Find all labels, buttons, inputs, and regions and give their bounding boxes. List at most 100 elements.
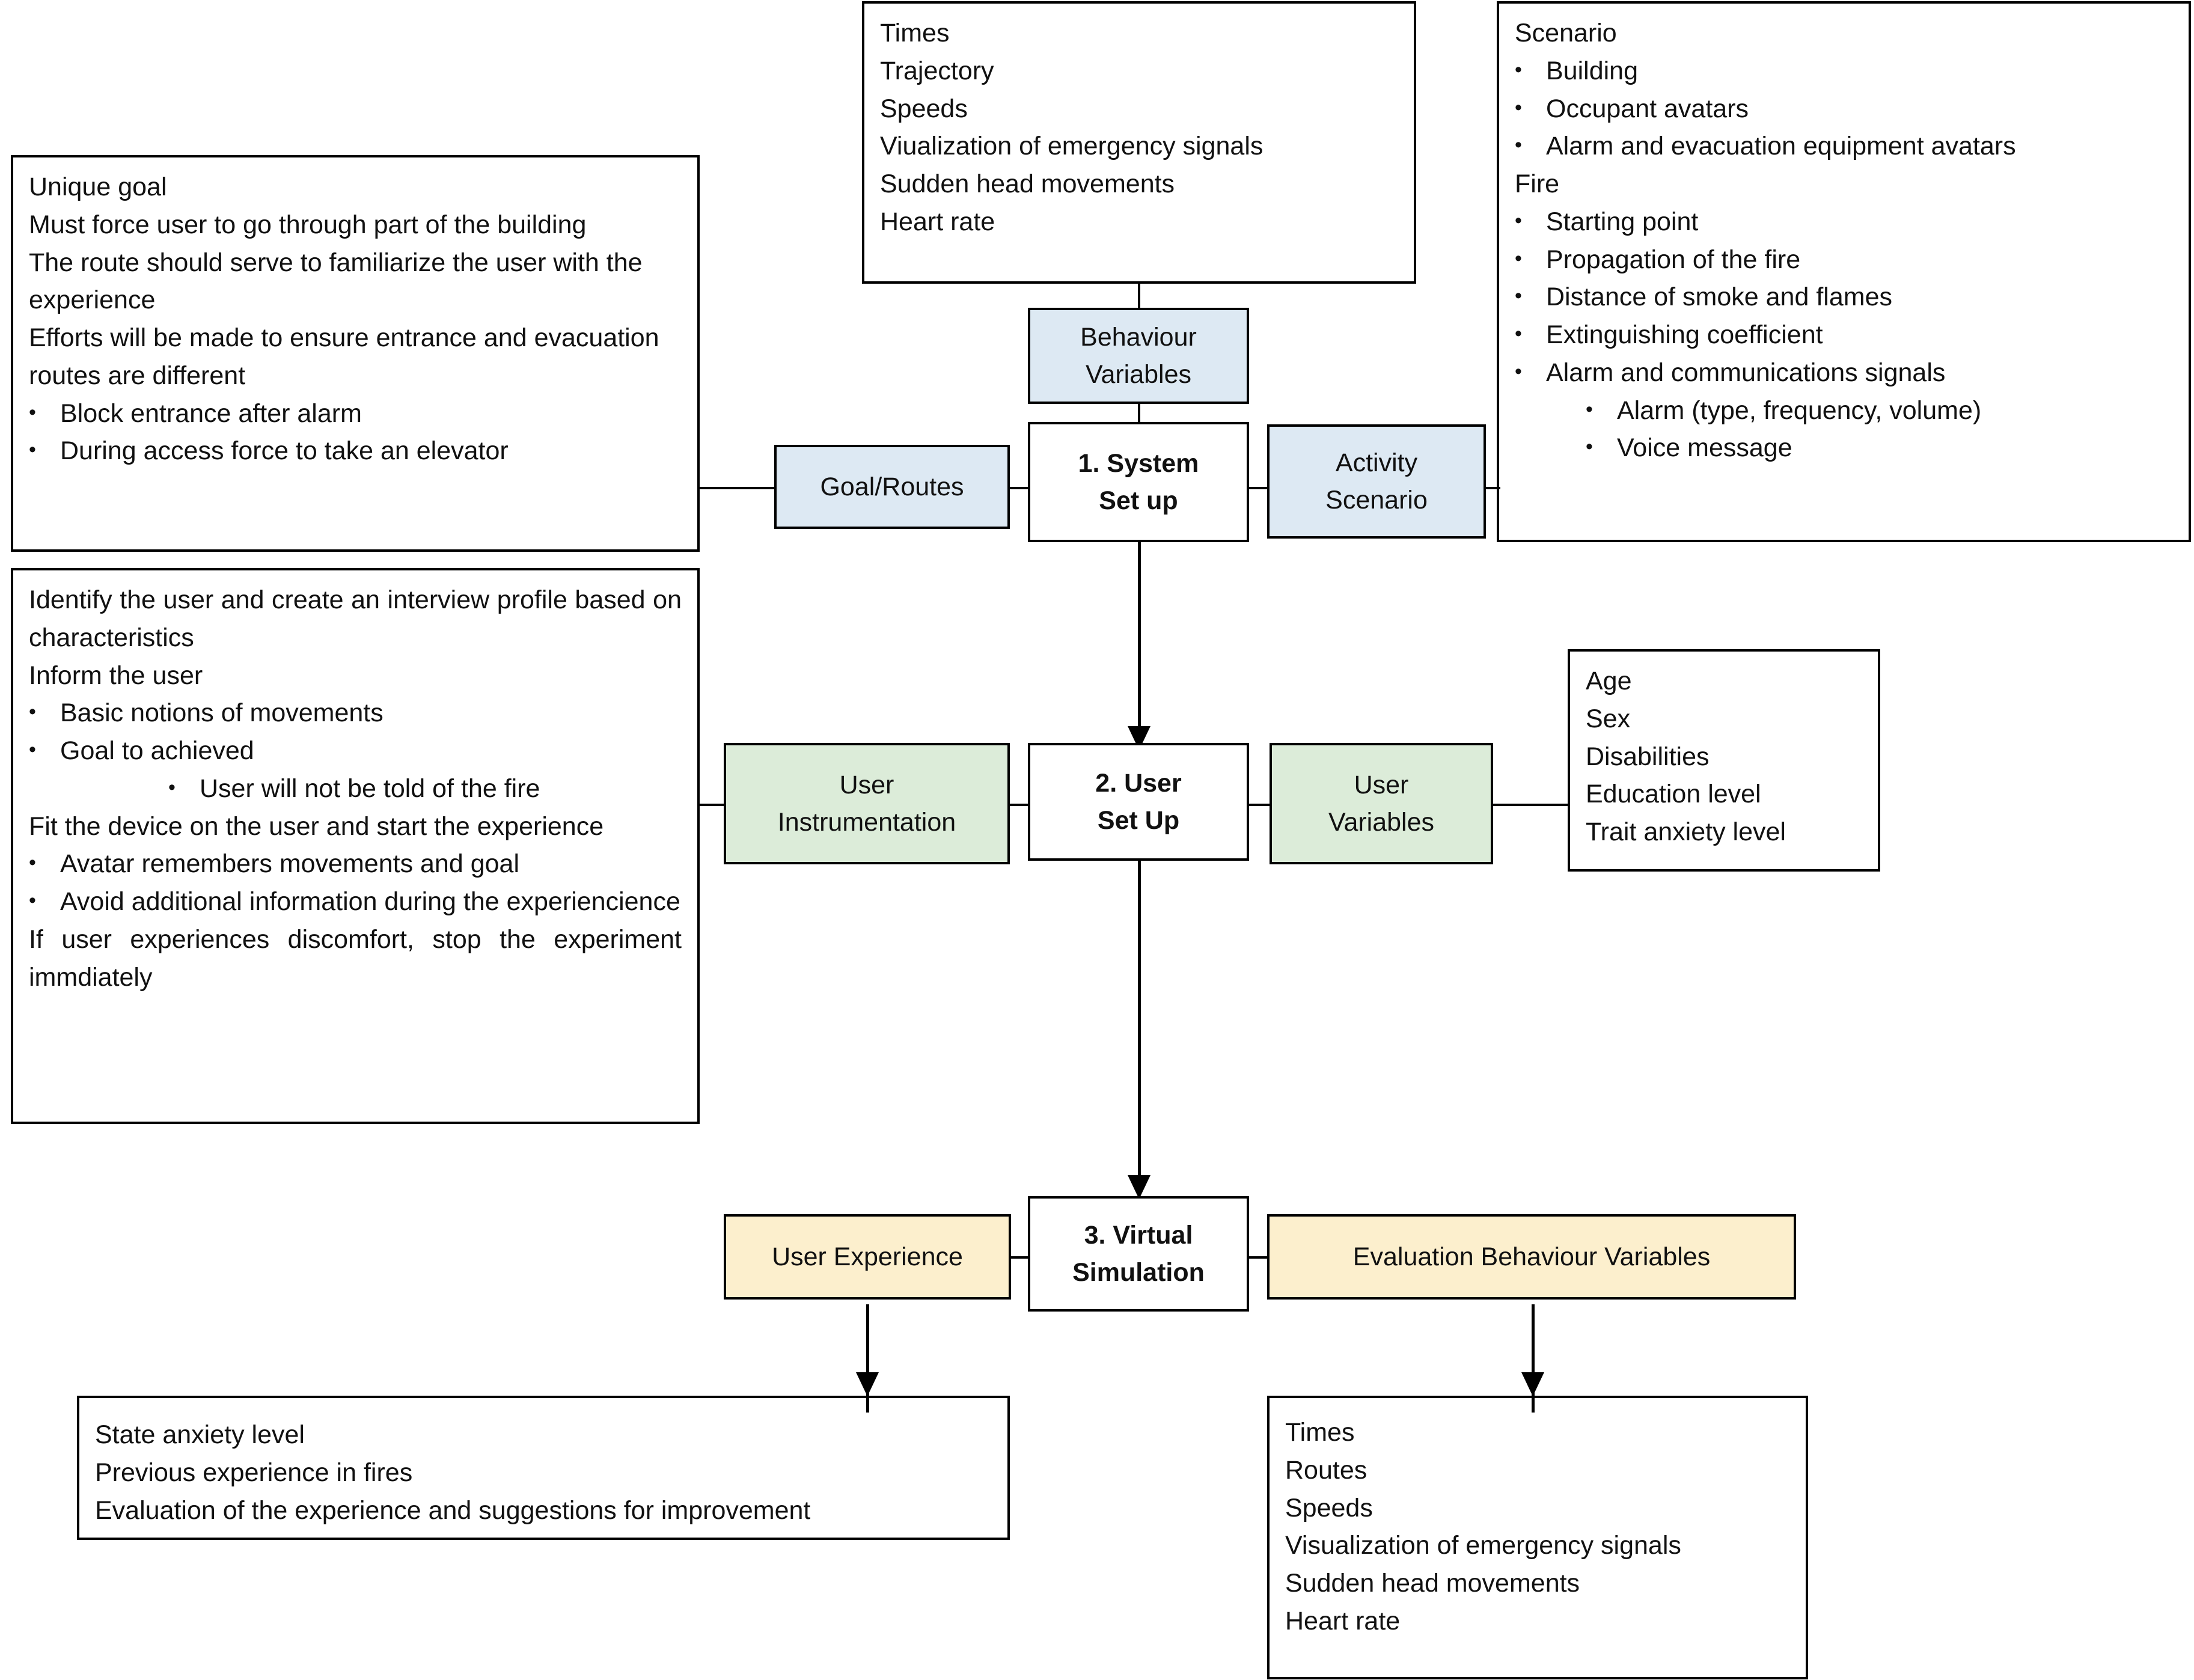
instr-line: Identify the user and create an intervie…	[29, 585, 682, 652]
instr-bullet: • Avoid additional information during th…	[29, 883, 682, 921]
bullet-icon: •	[1515, 133, 1522, 157]
node-user-experience[interactable]: User Experience	[724, 1214, 1011, 1300]
bullet-icon: •	[1515, 58, 1522, 81]
instr-bullet-label: Avoid additional information during the …	[60, 887, 680, 917]
node-label-line1: 3. Virtual	[1084, 1220, 1193, 1250]
node-user-instrumentation[interactable]: User Instrumentation	[724, 743, 1010, 864]
node-label-line2: Variables	[1085, 360, 1192, 389]
node-label: Goal/Routes	[820, 472, 964, 501]
bullet-icon: •	[1515, 359, 1522, 383]
eval-result: Heart rate	[1285, 1606, 1401, 1636]
scenario-bullet: • Occupant avatars	[1515, 90, 2173, 128]
instr-line: Fit the device on the user and start the…	[29, 811, 604, 841]
connector-ux-to-results-line	[866, 1304, 869, 1413]
scenario-bullet-label: Occupant avatars	[1546, 94, 1749, 123]
bullet-icon: •	[1515, 284, 1522, 308]
instr-bullet: • Goal to achieved	[29, 732, 682, 770]
node-label-line1: Behaviour	[1080, 322, 1197, 352]
node-label-line2: Scenario	[1325, 486, 1428, 515]
evaluation-results-box: Times Routes Speeds Visualization of eme…	[1267, 1396, 1808, 1679]
connector-activity-to-scenariobox	[1485, 487, 1500, 489]
goal-line: The route should serve to familiarize th…	[29, 248, 643, 315]
bullet-icon: •	[1515, 322, 1522, 346]
bullet-icon: •	[29, 400, 36, 424]
bv-item: Heart rate	[880, 207, 995, 236]
bullet-icon: •	[29, 889, 36, 912]
ux-result: Previous experience in fires	[95, 1458, 413, 1487]
instr-bullet: • Avatar remembers movements and goal	[29, 845, 682, 883]
bullet-icon: •	[29, 438, 36, 462]
bullet-icon: •	[29, 738, 36, 762]
scenario-bullet-label: Building	[1546, 56, 1638, 85]
fire-bullet: • Propagation of the fire	[1515, 241, 2173, 279]
eval-result: Speeds	[1285, 1493, 1373, 1523]
fire-bullet: • Extinguishing coefficient	[1515, 316, 2173, 354]
connector-user-to-uservars	[1248, 804, 1270, 806]
connector-user-to-simulation-line	[1138, 860, 1141, 1184]
eval-result: Routes	[1285, 1455, 1367, 1485]
node-label-line1: 2. User	[1095, 768, 1182, 798]
node-behaviour-variables[interactable]: Behaviour Variables	[1028, 308, 1249, 404]
bv-item: Sudden head movements	[880, 170, 1175, 199]
node-label-line2: Set up	[1099, 486, 1178, 515]
arrowhead-ux-to-results	[856, 1372, 879, 1396]
uv-item: Age	[1586, 667, 1632, 695]
instr-subbullet-label: User will not be told of the fire	[200, 774, 540, 803]
node-label-line1: User	[839, 770, 894, 799]
bv-item: Speeds	[880, 94, 968, 123]
fire-bullet-label: Propagation of the fire	[1546, 245, 1801, 274]
connector-goalnode-to-system	[1009, 487, 1028, 489]
node-label: Evaluation Behaviour Variables	[1352, 1242, 1711, 1271]
connector-instrnode-to-user	[1006, 804, 1028, 806]
goal-line: Unique goal	[29, 173, 167, 201]
eval-result: Sudden head movements	[1285, 1569, 1580, 1598]
connector-eval-to-results-line	[1532, 1304, 1535, 1413]
connector-simulation-to-eval	[1248, 1256, 1270, 1259]
bv-item: Times	[880, 19, 950, 47]
node-label-line1: Activity	[1335, 448, 1418, 477]
fire-bullet-label: Extinguishing coefficient	[1546, 320, 1823, 350]
node-stage-2-user-setup[interactable]: 2. User Set Up	[1028, 743, 1249, 861]
node-label-line2: Simulation	[1072, 1258, 1205, 1287]
node-stage-1-system-setup[interactable]: 1. System Set up	[1028, 422, 1249, 542]
user-instrumentation-detail-box: Identify the user and create an intervie…	[11, 568, 700, 1124]
behaviour-variables-list-box: Times Trajectory Speeds Viualization of …	[862, 1, 1416, 284]
bullet-icon: •	[1586, 435, 1593, 459]
arrowhead-user-to-simulation	[1128, 1175, 1150, 1199]
goal-bullet: • During access force to take an elevato…	[29, 432, 682, 470]
bullet-icon: •	[1586, 397, 1593, 421]
bullet-icon: •	[29, 700, 36, 724]
goal-bullet-label: During access force to take an elevator	[60, 436, 509, 466]
bullet-icon: •	[1515, 96, 1522, 119]
instr-bullet-label: Basic notions of movements	[60, 698, 383, 728]
connector-system-to-activity	[1248, 487, 1267, 489]
scenario-heading: Scenario	[1515, 19, 1617, 47]
instr-bullet: • Basic notions of movements	[29, 694, 682, 732]
eval-result: Visualization of emergency signals	[1285, 1531, 1681, 1560]
node-evaluation-behaviour-variables[interactable]: Evaluation Behaviour Variables	[1267, 1214, 1796, 1300]
node-goal-routes[interactable]: Goal/Routes	[774, 445, 1010, 529]
node-label-line1: User	[1354, 770, 1409, 799]
uv-item: Sex	[1586, 704, 1631, 733]
instr-line: If user experiences discomfort, stop the…	[29, 924, 682, 992]
fire-bullet: • Distance of smoke and flames	[1515, 278, 2173, 316]
alarm-subbullet-label: Voice message	[1617, 433, 1792, 463]
connector-instrdetail-to-instrnode	[697, 804, 724, 806]
goal-bullet-label: Block entrance after alarm	[60, 399, 362, 428]
node-activity-scenario[interactable]: Activity Scenario	[1267, 424, 1486, 539]
user-variables-list-box: Age Sex Disabilities Education level Tra…	[1568, 649, 1880, 872]
goal-bullet: • Block entrance after alarm	[29, 395, 682, 433]
alarm-subbullet: • Alarm (type, frequency, volume)	[1515, 392, 2173, 430]
connector-behaviour-list-to-node	[1138, 284, 1140, 311]
ux-result: Evaluation of the experience and suggest…	[95, 1495, 811, 1525]
ux-result: State anxiety level	[95, 1420, 305, 1449]
node-stage-3-virtual-simulation[interactable]: 3. Virtual Simulation	[1028, 1196, 1249, 1312]
fire-bullet-label: Distance of smoke and flames	[1546, 283, 1892, 312]
connector-goaldetail-to-goalnode	[697, 487, 774, 489]
uv-item: Trait anxiety level	[1586, 817, 1786, 847]
fire-bullet-label: Alarm and communications signals	[1546, 358, 1946, 387]
node-user-variables[interactable]: User Variables	[1270, 743, 1493, 864]
fire-bullet: • Starting point	[1515, 203, 2173, 241]
goal-line: Efforts will be made to ensure entrance …	[29, 323, 659, 390]
